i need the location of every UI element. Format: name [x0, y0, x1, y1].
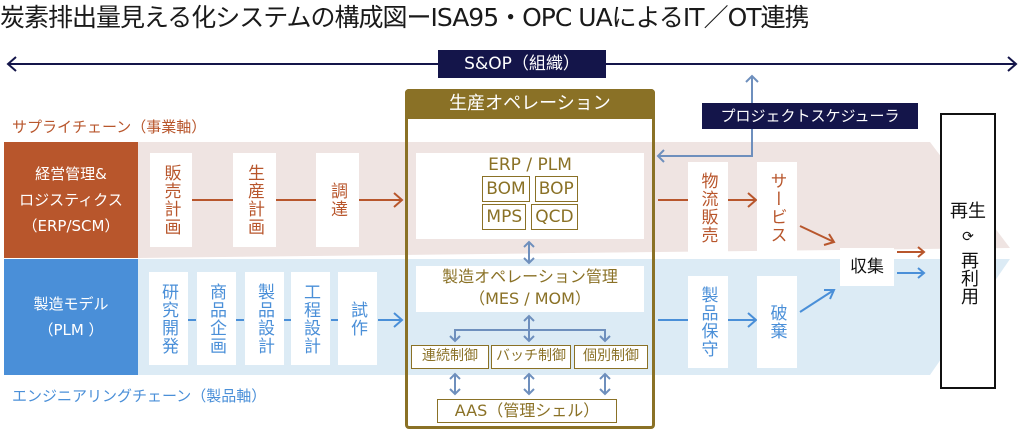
- model-line-1: 製造モデル: [33, 295, 109, 313]
- step-procurement: 調達: [316, 153, 359, 247]
- erp-plm-box: ERP / PLM BOM BOP MPS QCD: [416, 153, 644, 239]
- step-service: サービス: [757, 162, 797, 254]
- supply-chain-connectors: [192, 192, 926, 258]
- sop-arrowhead-left: [6, 56, 17, 72]
- manufacturing-model-box: 製造モデル （PLM ）: [4, 259, 138, 375]
- production-connectors: [449, 240, 611, 396]
- module-mps: MPS: [482, 204, 527, 230]
- management-line-1: 経営管理&: [35, 165, 107, 183]
- mes-mom-box: 製造オペレーション管理 （MES / MOM）: [416, 266, 644, 312]
- module-bop: BOP: [534, 176, 578, 202]
- step-prototype: 試作: [338, 272, 377, 365]
- collect-box: 収集: [840, 248, 894, 286]
- mes-line-2: （MES / MOM）: [469, 289, 591, 308]
- step-logistics-sales: 物流販売: [688, 162, 728, 254]
- scheduler-connector: [658, 76, 753, 157]
- production-operations-header: 生産オペレーション: [405, 89, 655, 119]
- sop-label: S&OP（組織）: [438, 50, 606, 78]
- regeneration-reuse-box: 再生 ⟳ 再利用: [940, 113, 996, 389]
- sop-arrowhead-right: [1007, 56, 1018, 72]
- step-product-maintenance: 製品保守: [688, 276, 728, 368]
- diagram-title: 炭素排出量見える化システムの構成図ーISA95・OPC UAによるIT／OT連携: [0, 3, 810, 32]
- module-qcd: QCD: [531, 204, 578, 230]
- recycle-icon: ⟳: [962, 229, 974, 245]
- discrete-control-box: 個別制御: [574, 345, 648, 369]
- step-disposal: 破棄: [757, 276, 797, 368]
- production-operations-frame: [405, 89, 655, 429]
- scheduler-arrowhead-left: [656, 149, 665, 163]
- step-production-planning: 生産計画: [233, 153, 276, 247]
- engineering-chain-label: エンジニアリングチェーン（製品軸）: [12, 387, 267, 405]
- management-logistics-box: 経営管理& ロジスティクス （ERP/SCM）: [4, 142, 138, 258]
- aas-box: AAS（管理シェル）: [437, 399, 617, 423]
- management-line-3: （ERP/SCM）: [22, 217, 120, 235]
- supply-chain-label: サプライチェーン（事業軸）: [12, 118, 207, 136]
- batch-control-box: バッチ制御: [491, 345, 571, 369]
- management-line-2: ロジスティクス: [19, 191, 123, 209]
- continuous-control-box: 連続制御: [411, 345, 489, 369]
- erp-plm-title: ERP / PLM: [488, 155, 572, 175]
- project-scheduler-label: プロジェクトスケジューラ: [702, 103, 918, 129]
- step-process-design: 工程設計: [291, 272, 330, 365]
- reuse-label: 再利用: [958, 251, 979, 305]
- step-sales-planning: 販売計画: [150, 153, 192, 247]
- regeneration-label: 再生: [950, 201, 986, 222]
- scheduler-arrowhead-up: [745, 74, 759, 83]
- step-product-design: 製品設計: [245, 272, 284, 365]
- module-bom: BOM: [482, 176, 530, 202]
- model-line-2: （PLM ）: [38, 321, 104, 339]
- step-rnd: 研究開発: [149, 272, 188, 365]
- engineering-chain-connectors: [188, 267, 926, 328]
- step-product-planning: 商品企画: [197, 272, 236, 365]
- mes-line-1: 製造オペレーション管理: [442, 267, 618, 286]
